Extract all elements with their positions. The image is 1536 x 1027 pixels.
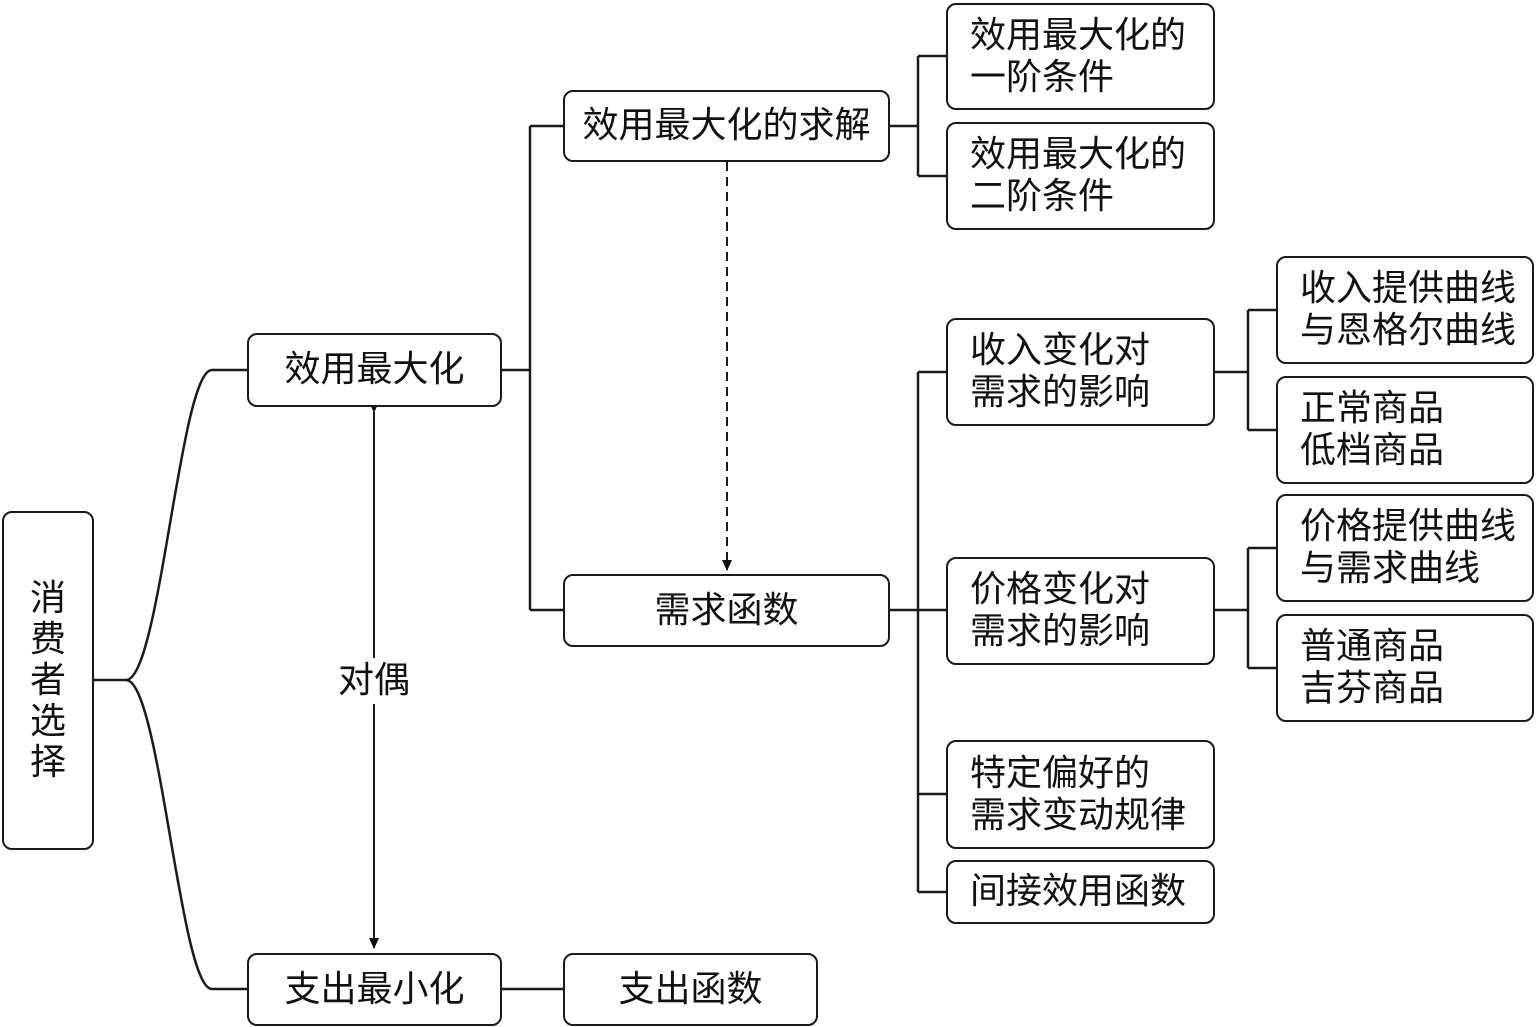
node-expenditure-minimization: 支出最小化 <box>247 953 502 1026</box>
solution-to-conditions-link <box>890 54 946 178</box>
node-normal-inferior-goods: 正常商品 低档商品 <box>1276 376 1534 484</box>
node-expenditure-function-label: 支出函数 <box>618 968 763 1010</box>
duality-label: 对偶 <box>338 658 411 704</box>
node-expenditure-function: 支出函数 <box>563 953 818 1026</box>
node-income-offer-engel-curves: 收入提供曲线 与恩格尔曲线 <box>1276 256 1534 364</box>
demand-to-effects-link <box>890 370 946 894</box>
node-second-order-condition-label: 效用最大化的 二阶条件 <box>970 134 1187 217</box>
income-to-children-link <box>1215 308 1276 432</box>
node-utility-maximization-label: 效用最大化 <box>284 349 465 390</box>
node-special-preference: 特定偏好的 需求变动规律 <box>946 740 1215 849</box>
node-utility-maximization: 效用最大化 <box>247 333 502 407</box>
node-utility-max-solution: 效用最大化的求解 <box>563 90 890 162</box>
node-demand-function-label: 需求函数 <box>654 589 799 631</box>
node-first-order-condition: 效用最大化的 一阶条件 <box>946 3 1215 110</box>
root-to-utility-link <box>94 368 247 682</box>
node-price-effect: 价格变化对 需求的影响 <box>946 557 1215 665</box>
node-utility-max-solution-label: 效用最大化的求解 <box>582 105 871 146</box>
node-second-order-condition: 效用最大化的 二阶条件 <box>946 122 1215 230</box>
node-indirect-utility: 间接效用函数 <box>946 860 1215 924</box>
node-special-preference-label: 特定偏好的 需求变动规律 <box>970 752 1187 836</box>
node-first-order-condition-label: 效用最大化的 一阶条件 <box>970 14 1187 98</box>
node-income-effect: 收入变化对 需求的影响 <box>946 318 1215 426</box>
node-consumer-choice-label: 消费者选择 <box>29 578 66 783</box>
node-expenditure-minimization-label: 支出最小化 <box>284 968 465 1010</box>
node-indirect-utility-label: 间接效用函数 <box>970 871 1187 912</box>
utility-to-children-link <box>502 124 563 612</box>
node-normal-inferior-goods-label: 正常商品 低档商品 <box>1300 388 1445 471</box>
node-price-offer-demand-curves-label: 价格提供曲线 与需求曲线 <box>1300 506 1517 589</box>
root-to-expenditure-link <box>125 678 247 991</box>
node-price-offer-demand-curves: 价格提供曲线 与需求曲线 <box>1276 494 1534 602</box>
node-income-offer-engel-curves-label: 收入提供曲线 与恩格尔曲线 <box>1300 268 1517 351</box>
node-consumer-choice: 消费者选择 <box>2 511 94 850</box>
node-demand-function: 需求函数 <box>563 574 890 647</box>
price-to-children-link <box>1215 546 1276 670</box>
node-income-effect-label: 收入变化对 需求的影响 <box>970 330 1151 413</box>
node-ordinary-giffen-goods-label: 普通商品 吉芬商品 <box>1300 626 1445 709</box>
node-price-effect-label: 价格变化对 需求的影响 <box>970 569 1151 652</box>
node-ordinary-giffen-goods: 普通商品 吉芬商品 <box>1276 614 1534 722</box>
